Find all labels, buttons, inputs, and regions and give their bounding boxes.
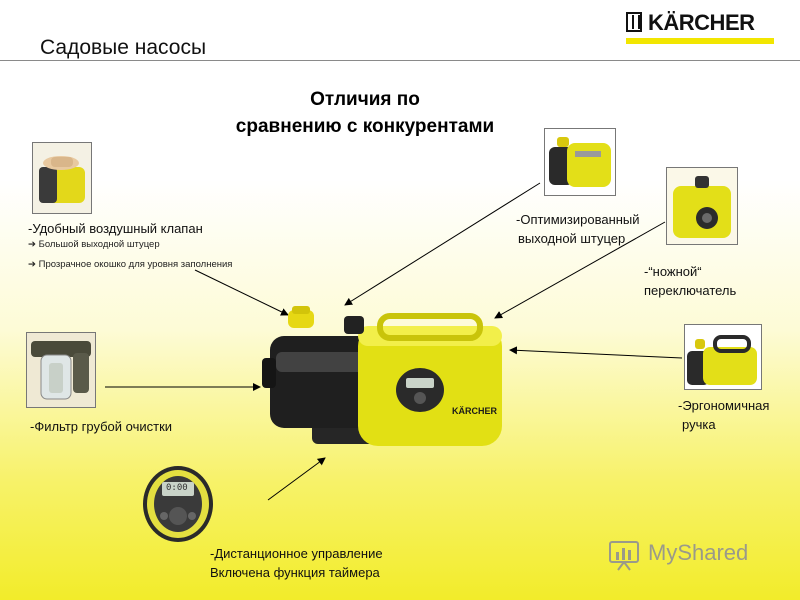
karcher-logo-bar [626,38,774,44]
arrow-right-icon: ➔ [28,239,39,250]
air-valve-sub-2: ➔ Прозрачное окошко для уровня заполнени… [28,259,233,270]
handle-label-line-1: -Эргономичная [678,398,770,413]
handle-label-line-2: ручка [682,417,716,432]
title-divider [0,60,800,61]
pointer-outlet [344,182,541,306]
karcher-logo: KÄRCHER [626,10,774,44]
remote-readout: 0:00 [166,483,188,493]
foot-switch-label-line-1: -“ножной“ [644,264,702,279]
myshared-watermark: MyShared [608,538,768,572]
foot-switch-label-line-2: переключатель [644,283,737,298]
pointer-foot-switch [494,221,666,319]
pointer-handle [509,346,683,359]
outlet-label-line-2: выходной штуцер [518,231,626,246]
heading-line-2: сравнению с конкурентами [235,116,495,137]
karcher-logo-icon [626,12,642,32]
outlet-label-line-1: -Оптимизированный [516,212,640,227]
myshared-text: MyShared [648,540,749,565]
foot-switch-photo [666,167,738,245]
pointer-remote [267,457,326,501]
remote-control-photo: 0:00 [140,464,216,544]
pump-brand-label: KÄRCHER [452,406,498,416]
pointer-air-valve [194,269,289,316]
air-valve-photo [32,142,92,214]
remote-label-line-1: -Дистанционное управление [210,546,383,561]
heading-line-1: Отличия по [310,89,420,110]
arrow-right-icon: ➔ [28,259,39,270]
slide-title: Садовые насосы [40,36,207,59]
filter-photo [26,332,96,408]
myshared-logo-icon [609,541,639,571]
remote-label-line-2: Включена функция таймера [210,565,380,580]
garden-pump-illustration: KÄRCHER [262,306,512,456]
handle-photo [684,324,762,390]
comparison-heading: Отличия по сравнению с конкурентами [180,86,550,140]
karcher-logo-text: KÄRCHER [648,10,755,35]
outlet-photo [544,128,616,196]
air-valve-sub-1: ➔ Большой выходной штуцер [28,239,160,250]
air-valve-label: -Удобный воздушный клапан [28,221,203,236]
filter-label: -Фильтр грубой очистки [30,419,173,434]
